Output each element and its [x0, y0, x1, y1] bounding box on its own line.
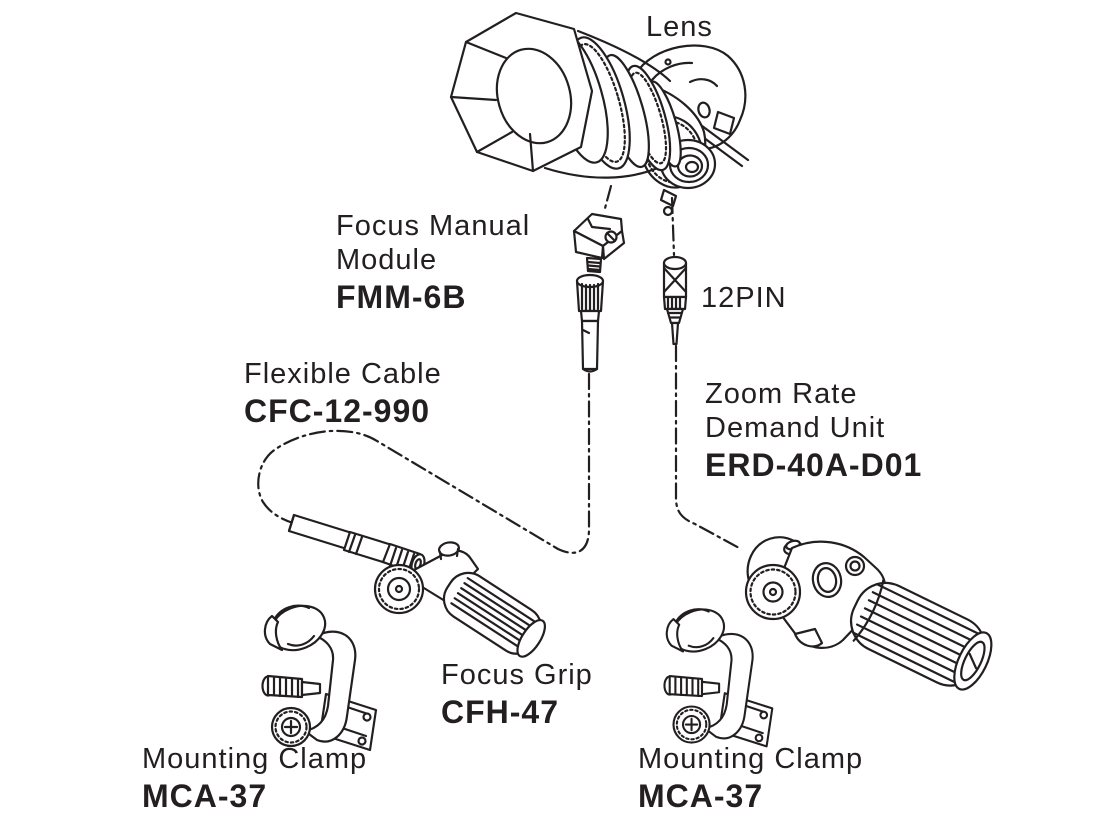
flexible-cable-name: Flexible Cable — [244, 358, 442, 390]
mounting-clamp-left-name: Mounting Clamp — [142, 743, 368, 775]
mounting-clamp-right-model: MCA-37 — [638, 778, 764, 814]
zoom-rate-demand-unit-model: ERD-40A-D01 — [705, 447, 923, 483]
zoom-rate-demand-unit-illustration — [744, 536, 993, 691]
mounting-clamp-left-label: Mounting Clamp MCA-37 — [142, 742, 367, 814]
zoom-rate-demand-unit-name-line1: Zoom Rate — [705, 378, 858, 410]
flexible-cable-model: CFC-12-990 — [244, 393, 431, 429]
focus-manual-module-name-line1: Focus Manual — [336, 210, 531, 242]
focus-grip-illustration — [373, 541, 546, 658]
flexible-cable-end-illustration — [287, 513, 426, 575]
fmm-cable-connector-illustration — [575, 273, 605, 373]
focus-manual-module-name-line2: Module — [336, 244, 438, 276]
connector-flexible-cable-route — [257, 372, 591, 554]
focus-manual-module-illustration — [572, 212, 626, 274]
zoom-rate-demand-unit-label: Zoom Rate Demand Unit ERD-40A-D01 — [705, 377, 922, 483]
flexible-cable-label: Flexible Cable CFC-12-990 — [244, 357, 442, 429]
mounting-clamp-right-name: Mounting Clamp — [638, 743, 864, 775]
connector-12pin-to-demand-unit — [674, 344, 743, 551]
lens-illustration — [449, 11, 750, 217]
lens-label-text: Lens — [646, 11, 713, 43]
focus-manual-module-model: FMM-6B — [336, 279, 467, 315]
zoom-rate-demand-unit-name-line2: Demand Unit — [705, 412, 886, 444]
focus-grip-label: Focus Grip CFH-47 — [441, 658, 593, 730]
twelve-pin-label-text: 12PIN — [701, 282, 787, 314]
focus-grip-name: Focus Grip — [441, 659, 593, 691]
mounting-clamp-left-illustration — [261, 596, 378, 752]
focus-grip-model: CFH-47 — [441, 694, 560, 730]
lens-label: Lens — [646, 10, 713, 44]
twelve-pin-label: 12PIN — [701, 281, 787, 315]
focus-manual-module-label: Focus Manual Module FMM-6B — [336, 209, 530, 315]
mounting-clamp-right-illustration — [663, 600, 774, 748]
twelve-pin-connector-illustration — [662, 255, 688, 346]
mounting-clamp-right-label: Mounting Clamp MCA-37 — [638, 742, 863, 814]
mounting-clamp-left-model: MCA-37 — [142, 778, 268, 814]
connector-lens-to-fmm — [602, 184, 613, 214]
connector-lens-to-12pin — [670, 196, 676, 257]
